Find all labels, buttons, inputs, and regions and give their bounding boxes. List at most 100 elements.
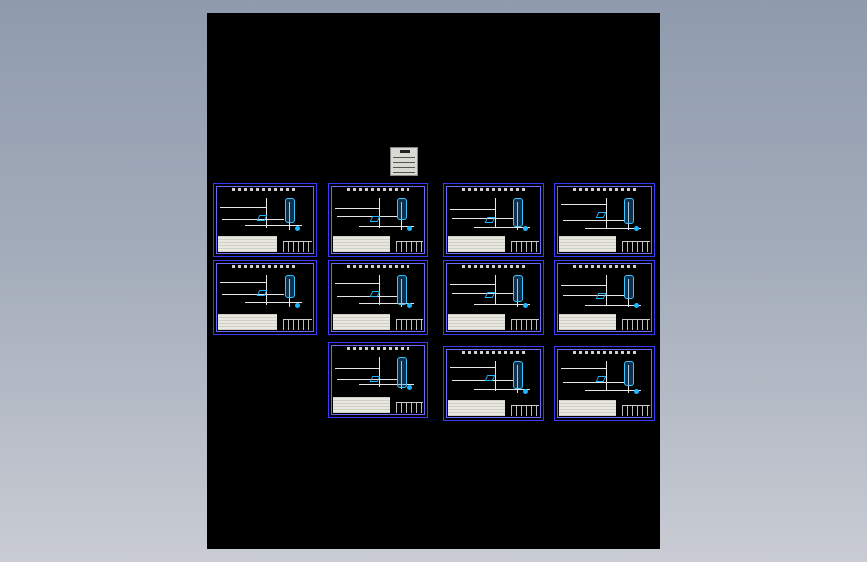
drawing-title-block [511,405,539,416]
process-pipe [288,202,290,230]
title-block-line [393,157,415,158]
process-pipe [335,208,380,209]
column-vessel-icon [623,361,634,386]
process-pipe [474,389,530,390]
process-pipe [222,219,285,220]
column-vessel-icon [397,275,407,305]
process-pipe [337,296,397,297]
title-block-line [393,172,415,173]
process-pipe [245,225,303,226]
drawing-frame [557,263,652,332]
process-pipe [450,209,496,210]
drawing-title-block [622,405,650,416]
pump-icon [633,303,639,308]
process-pipe [450,284,496,285]
drawing-title [572,188,637,191]
process-pipe [359,226,414,227]
process-pipe [337,216,397,217]
drawing-notes [218,236,278,252]
pump-icon [522,303,528,308]
process-pipe [585,228,641,229]
process-pipe [452,380,513,381]
drawing-title-block [511,241,539,252]
drawing-frame [216,186,314,254]
process-pipe [359,384,414,385]
process-pipe [627,365,629,393]
process-pipe [220,207,267,208]
process-pipe [494,198,496,228]
drawing-d1[interactable] [213,183,317,257]
process-pipe [561,368,607,369]
drawing-notes [448,400,506,416]
column-vessel-icon [512,275,523,302]
drawing-notes [333,236,390,252]
process-pipe [516,279,518,307]
process-pipe [222,294,285,295]
drawing-frame [331,263,425,332]
drawing-title-block [395,319,423,330]
pump-icon [633,389,639,394]
drawing-sheet[interactable] [207,13,660,549]
drawing-d5[interactable] [213,260,317,335]
process-pipe [335,283,380,284]
drawing-frame [446,263,541,332]
drawing-notes [333,314,390,330]
cover-title [400,150,410,153]
column-vessel-icon [284,275,295,298]
drawing-d3[interactable] [443,183,544,257]
drawing-frame [331,186,425,254]
drawing-d8[interactable] [554,260,655,335]
drawing-d9[interactable] [328,342,428,418]
process-pipe [605,275,607,305]
drawing-notes [333,397,390,413]
drawing-title-block [622,319,650,330]
drawing-d11[interactable] [554,346,655,421]
column-vessel-icon [623,198,634,224]
drawing-d10[interactable] [443,346,544,421]
process-pipe [401,279,402,307]
process-pipe [563,382,624,383]
pump-icon [522,226,528,231]
process-pipe [605,361,607,391]
drawing-title [346,188,410,191]
drawing-title [232,265,298,268]
process-pipe [337,379,397,380]
drawing-frame [557,186,652,254]
process-pipe [401,361,402,389]
pump-icon [407,226,412,231]
drawing-title [572,351,637,354]
pump-icon [522,389,528,394]
process-pipe [494,275,496,305]
drawing-title [572,265,637,268]
drawing-d7[interactable] [443,260,544,335]
process-pipe [379,357,380,387]
drawing-frame [557,349,652,418]
drawing-d4[interactable] [554,183,655,257]
drawing-title [461,265,526,268]
process-pipe [585,305,641,306]
drawing-notes [559,314,617,330]
process-pipe [494,361,496,391]
process-pipe [359,303,414,304]
pump-icon [407,385,412,390]
title-block-line [393,162,415,163]
drawing-title [461,351,526,354]
drawing-notes [448,236,506,252]
cover-title-block [390,147,418,176]
column-vessel-icon [512,361,523,389]
drawing-notes [559,236,617,252]
drawing-title-block [283,241,312,252]
drawing-title [232,188,298,191]
drawing-title [346,265,410,268]
drawing-d6[interactable] [328,260,428,335]
process-pipe [450,367,496,368]
process-pipe [585,390,641,391]
process-pipe [516,365,518,393]
drawing-title-block [622,241,650,252]
drawing-frame [216,263,314,332]
column-vessel-icon [512,198,523,227]
process-pipe [401,202,402,230]
drawing-notes [559,400,617,416]
drawing-d2[interactable] [328,183,428,257]
pump-icon [407,303,412,308]
